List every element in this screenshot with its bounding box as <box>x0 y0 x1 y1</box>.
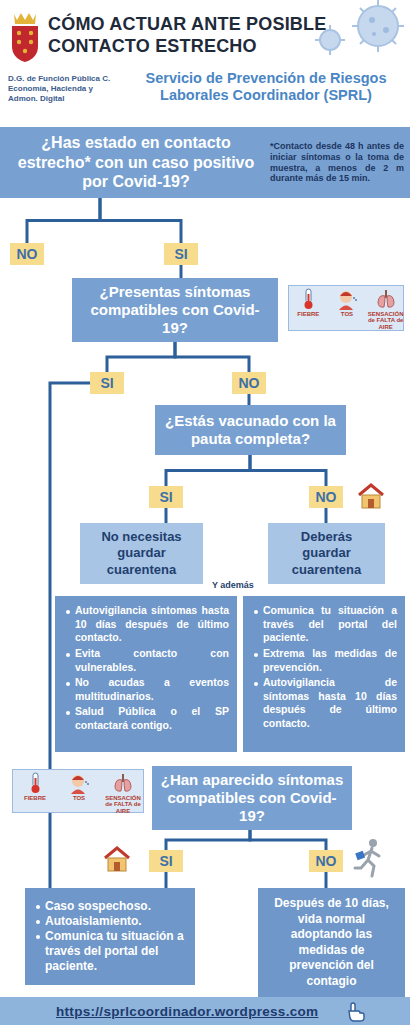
lungs-icon <box>112 772 134 794</box>
flow-connector <box>248 394 251 405</box>
node-text: SI <box>166 246 196 262</box>
node-text: SI <box>151 489 181 505</box>
no-tag: NO <box>309 486 343 508</box>
yes-tag: SI <box>90 372 124 394</box>
flow-connector <box>27 198 100 243</box>
node-text: NO <box>311 853 341 869</box>
decision-box: ¿Presentas síntomas compatibles con Covi… <box>72 278 278 342</box>
node-text: NO <box>12 246 42 262</box>
flow-connector <box>175 342 249 372</box>
flow-connector <box>250 455 326 486</box>
no-tag: NO <box>232 372 266 394</box>
node-text: NO <box>234 375 264 391</box>
flow-connector <box>250 830 326 850</box>
node-subtext: No acudas a eventos multitudinarios. <box>63 676 229 703</box>
icon-label: FIEBRE <box>14 795 56 801</box>
yes-tag: SI <box>149 850 183 872</box>
service-name: Servicio de Prevención de Riesgos Labora… <box>126 70 406 105</box>
node-subtext: Autoaislamiento. <box>33 914 187 929</box>
thermometer-icon <box>24 772 46 794</box>
flow-connector <box>180 265 183 278</box>
node-text: SI <box>92 375 122 391</box>
decision-box: ¿Han aparecido síntomas compatibles con … <box>152 766 352 830</box>
yes-tag: SI <box>149 486 183 508</box>
house-icon <box>356 482 386 510</box>
node-text: ¿Has estado en contacto estrecho* con un… <box>10 133 262 192</box>
house-icon <box>102 845 132 873</box>
advice-list: Autovigilancia síntomas hasta 10 días de… <box>55 596 237 752</box>
result-box: Deberás guardar cuarentena <box>268 523 385 584</box>
icon-label: SENSACIÓN de FALTA de AIRE <box>102 795 144 814</box>
no-tag: NO <box>10 243 44 265</box>
runner-icon <box>352 838 386 878</box>
node-text: https://sprlcoordinador.wordpress.com <box>56 1004 318 1019</box>
lungs-icon <box>375 288 397 310</box>
question-band: ¿Has estado en contacto estrecho* con un… <box>0 127 410 198</box>
cough-icon <box>68 772 90 794</box>
flow-connector <box>100 198 181 243</box>
node-text: NO <box>311 489 341 505</box>
flow-connector <box>325 508 328 523</box>
node-text: Después de 10 días, vida normal adoptand… <box>268 896 395 990</box>
node-text: Comunica tu situación a través del porta… <box>251 604 397 645</box>
flow-connector <box>107 342 175 372</box>
action-box: Después de 10 días, vida normal adoptand… <box>258 888 405 998</box>
icon-label: SENSACIÓN de FALTA de AIRE <box>367 311 404 330</box>
thermometer-icon <box>297 288 319 310</box>
icon-label: TOS <box>329 311 366 317</box>
node-text: Caso sospechoso. <box>33 899 187 914</box>
node-text: No necesitas guardar cuarentena <box>88 529 195 578</box>
node-subtext: Autovigilancia de síntomas hasta 10 días… <box>251 676 397 731</box>
node-subtext: Evita contacto con vulnerables. <box>63 647 229 674</box>
flow-connector <box>165 508 168 523</box>
crest-logo <box>8 8 42 64</box>
advice-list: Comunica tu situación a través del porta… <box>243 596 405 752</box>
symptom-icons-panel: FIEBRETOSSENSACIÓN de FALTA de AIRE <box>12 769 144 813</box>
node-subtext: Extrema las medidas de prevención. <box>251 647 397 674</box>
node-subtext: *Contacto desde 48 h antes de iniciar sí… <box>270 141 404 184</box>
node-text: ¿Han aparecido síntomas compatibles con … <box>160 771 344 825</box>
node-subtext: Comunica tu situación a través del porta… <box>33 929 187 974</box>
connector-note: Y además <box>210 580 256 590</box>
node-text: SI <box>151 853 181 869</box>
decision-box: ¿Estás vacunado con la pauta completa? <box>155 405 346 455</box>
icon-label: TOS <box>58 795 100 801</box>
action-box: Caso sospechoso.Autoaislamiento.Comunica… <box>25 888 195 985</box>
cough-icon <box>336 288 358 310</box>
flow-connector <box>325 872 328 888</box>
department-note: D.G. de Función Pública C. Economía, Hac… <box>8 74 120 104</box>
node-text: ¿Estás vacunado con la pauta completa? <box>163 412 338 448</box>
node-text: ¿Presentas síntomas compatibles con Covi… <box>80 283 270 337</box>
yes-tag: SI <box>164 243 198 265</box>
node-text: Deberás guardar cuarentena <box>276 529 377 578</box>
symptom-icons-panel: FIEBRETOSSENSACIÓN de FALTA de AIRE <box>288 285 404 331</box>
flow-connector <box>165 872 168 888</box>
result-box: No necesitas guardar cuarentena <box>80 523 203 584</box>
flow-connector <box>166 830 250 850</box>
node-subtext: Salud Pública o el SP contactará contigo… <box>63 705 229 732</box>
page-title: CÓMO ACTUAR ANTE POSIBLE CONTACTO ESTREC… <box>48 14 338 57</box>
icon-label: FIEBRE <box>290 311 327 317</box>
no-tag: NO <box>309 850 343 872</box>
flow-connector <box>166 455 250 486</box>
node-text: Autovigilancia síntomas hasta 10 días de… <box>63 604 229 645</box>
pointer-hand-icon <box>346 1002 366 1022</box>
